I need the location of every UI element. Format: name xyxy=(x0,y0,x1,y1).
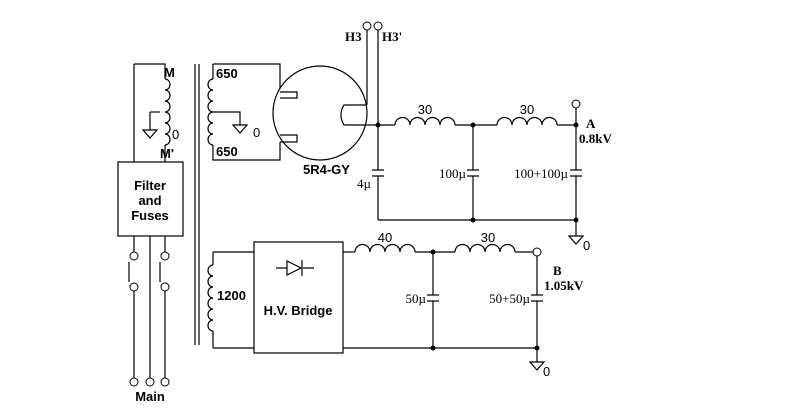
choke-b2 xyxy=(454,243,516,253)
h3-prime-terminal xyxy=(373,21,383,31)
choke-b1 xyxy=(354,243,416,253)
label-m: M xyxy=(164,65,175,80)
hv-bridge-box xyxy=(253,241,344,354)
transformer-core xyxy=(194,64,200,345)
ground-symbol-m: 0 xyxy=(141,122,179,142)
choke-a1 xyxy=(394,116,456,126)
rectifier-tube-5r4gy: H3 H3' 5R4-GY xyxy=(272,21,402,177)
cap-4u xyxy=(372,169,384,177)
label-1200: 1200 xyxy=(217,288,246,303)
label-h3: H3 xyxy=(345,29,362,44)
label-h3-prime: H3' xyxy=(382,29,402,44)
cap-100-100u-label: 100+100µ xyxy=(514,166,568,181)
cap-100u xyxy=(467,169,479,177)
output-a-terminal xyxy=(571,99,581,109)
cap-100-100u xyxy=(570,169,582,177)
secondary-650-winding xyxy=(207,78,214,146)
h3-terminal xyxy=(362,21,372,31)
cap-50u-label: 50µ xyxy=(406,291,427,306)
secondary-1200-winding xyxy=(207,264,214,332)
output-a-voltage: 0.8kV xyxy=(579,131,612,146)
ground-symbol-650 xyxy=(231,124,249,134)
cap-50-50u xyxy=(531,294,543,302)
main-terminal-3 xyxy=(160,377,170,387)
cap-100u-label: 100µ xyxy=(439,166,467,181)
ground-label-b: 0 xyxy=(543,364,550,379)
hv-bridge: H.V. Bridge xyxy=(253,241,344,354)
bridge-label: H.V. Bridge xyxy=(264,303,333,318)
ground-symbol-b xyxy=(528,361,546,371)
output-b-terminal xyxy=(532,247,542,257)
choke-a2-label: 30 xyxy=(520,102,534,117)
filter-label-3: Fuses xyxy=(131,208,169,223)
cap-4u-label: 4µ xyxy=(357,176,372,191)
hv-secondary-650: 0 650 650 xyxy=(207,63,281,161)
output-a-name: A xyxy=(586,116,596,131)
filter-a: 0 30 30 4µ 100µ 100+100µ A 0.8kV xyxy=(357,99,612,253)
tube-plates xyxy=(280,91,298,143)
filter-fuses-box xyxy=(117,161,184,237)
filter-label-2: and xyxy=(138,193,161,208)
mains-primary-winding xyxy=(164,78,171,146)
ground-symbol-a xyxy=(567,235,585,245)
output-b-name: B xyxy=(553,263,562,278)
output-b-voltage: 1.05kV xyxy=(544,278,584,293)
choke-b1-label: 40 xyxy=(378,230,392,245)
label-650-bottom: 650 xyxy=(216,144,238,159)
main-terminal-1 xyxy=(129,377,139,387)
ground-label-650: 0 xyxy=(253,125,260,140)
choke-b2-label: 30 xyxy=(481,230,495,245)
main-label: Main xyxy=(135,389,165,404)
tube-label: 5R4-GY xyxy=(303,162,350,177)
ground-label-m: 0 xyxy=(172,127,179,142)
label-m-prime: M' xyxy=(160,146,174,161)
label-650-top: 650 xyxy=(216,66,238,81)
diode-icon xyxy=(286,260,303,276)
ground-label-a: 0 xyxy=(583,238,590,253)
choke-a1-label: 30 xyxy=(418,102,432,117)
choke-a2 xyxy=(496,116,558,126)
tube-envelope xyxy=(272,65,368,161)
cap-50u xyxy=(427,294,439,302)
main-terminal-2 xyxy=(145,377,155,387)
filter-b: 0 40 30 50µ 50+50µ B 1.05kV xyxy=(343,230,584,379)
cap-50-50u-label: 50+50µ xyxy=(489,291,530,306)
tube-filament xyxy=(340,104,378,126)
hv-secondary-1200: 1200 xyxy=(207,251,254,349)
mains-section: M M' Filter and Fuses Main xyxy=(117,63,184,404)
filter-label-1: Filter xyxy=(134,178,166,193)
